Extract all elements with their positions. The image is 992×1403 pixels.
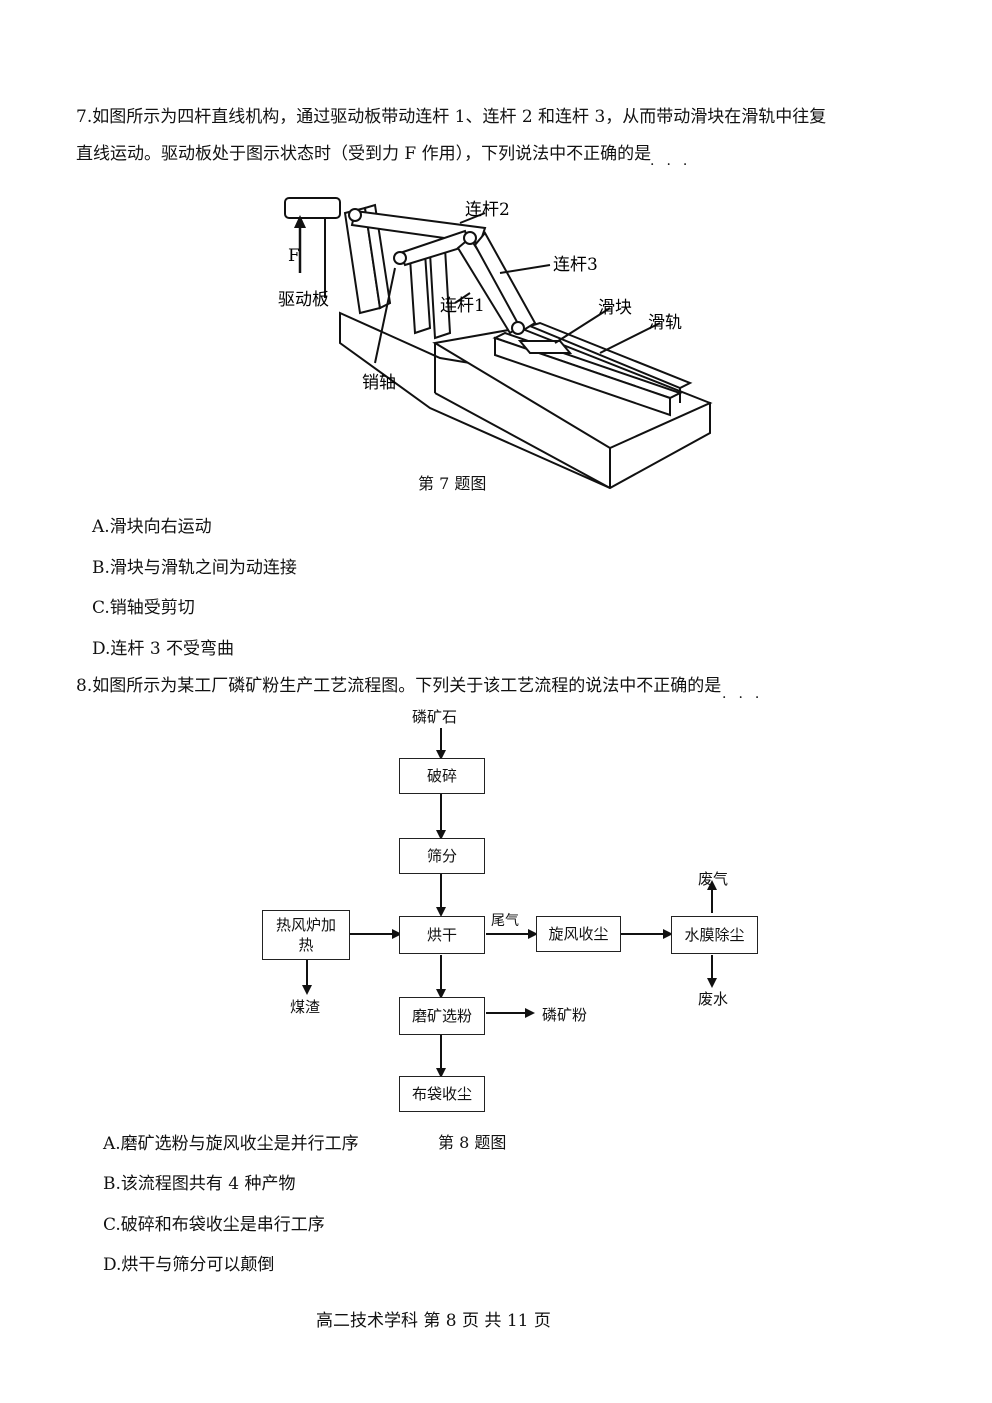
q8-option-a[interactable]: A.磨矿选粉与旋风收尘是并行工序: [103, 1134, 359, 1154]
pin-label: 销轴: [362, 373, 396, 393]
force-label: F: [288, 246, 300, 266]
q7-option-a[interactable]: A.滑块向右运动: [92, 517, 212, 537]
flow-slag-label: 煤渣: [290, 998, 321, 1016]
flow-box-grind: 磨矿选粉: [399, 997, 485, 1035]
flow-box-crush: 破碎: [399, 758, 485, 794]
link3-label: 连杆3: [553, 255, 598, 275]
q7-option-c[interactable]: C.销轴受剪切: [92, 598, 195, 618]
q7-mechanism-figure: F 连杆2 连杆3 连杆1 滑块 滑轨 驱动板 销轴: [278, 197, 713, 490]
flow-powder-label: 磷矿粉: [542, 1006, 588, 1024]
link2-label: 连杆2: [465, 200, 510, 220]
flow-input-label: 磷矿石: [412, 708, 458, 726]
q8-emphasis-dots: ···: [722, 690, 772, 706]
flow-box-dry: 烘干: [399, 916, 485, 954]
q8-stem-line1: 8.如图所示为某工厂磷矿粉生产工艺流程图。下列关于该工艺流程的说法中不正确的是: [76, 676, 722, 696]
q8-option-b[interactable]: B.该流程图共有 4 种产物: [103, 1174, 296, 1194]
slider-label: 滑块: [598, 298, 632, 318]
q7-emphasis-dots: ···: [650, 157, 700, 173]
flow-box-screen: 筛分: [399, 838, 485, 874]
q7-option-b[interactable]: B.滑块与滑轨之间为动连接: [92, 558, 297, 578]
flow-box-hotair: 热风炉加热: [262, 910, 350, 960]
q7-option-d[interactable]: D.连杆 3 不受弯曲: [92, 639, 235, 659]
flow-box-bag: 布袋收尘: [399, 1076, 485, 1112]
flow-box-water-film: 水膜除尘: [671, 916, 758, 954]
q8-figure-caption: 第 8 题图: [438, 1133, 507, 1152]
q8-option-c[interactable]: C.破碎和布袋收尘是串行工序: [103, 1215, 325, 1235]
flow-tail-gas-label: 尾气: [491, 913, 519, 929]
flow-exhaust-label: 废气: [698, 870, 729, 888]
drive-plate-label: 驱动板: [278, 290, 329, 310]
page-footer: 高二技术学科 第 8 页 共 11 页: [316, 1311, 551, 1331]
q7-stem-line2: 直线运动。驱动板处于图示状态时（受到力 F 作用），下列说法中不正确的是: [76, 144, 652, 164]
flow-box-cyclone: 旋风收尘: [536, 916, 621, 952]
flow-wastewater-label: 废水: [698, 990, 729, 1008]
link1-label: 连杆1: [440, 296, 485, 316]
q7-stem-line1: 7.如图所示为四杆直线机构，通过驱动板带动连杆 1、连杆 2 和连杆 3，从而带…: [76, 107, 827, 127]
q7-figure-caption: 第 7 题图: [418, 474, 487, 493]
q8-option-d[interactable]: D.烘干与筛分可以颠倒: [103, 1255, 275, 1275]
rail-label: 滑轨: [648, 313, 682, 333]
